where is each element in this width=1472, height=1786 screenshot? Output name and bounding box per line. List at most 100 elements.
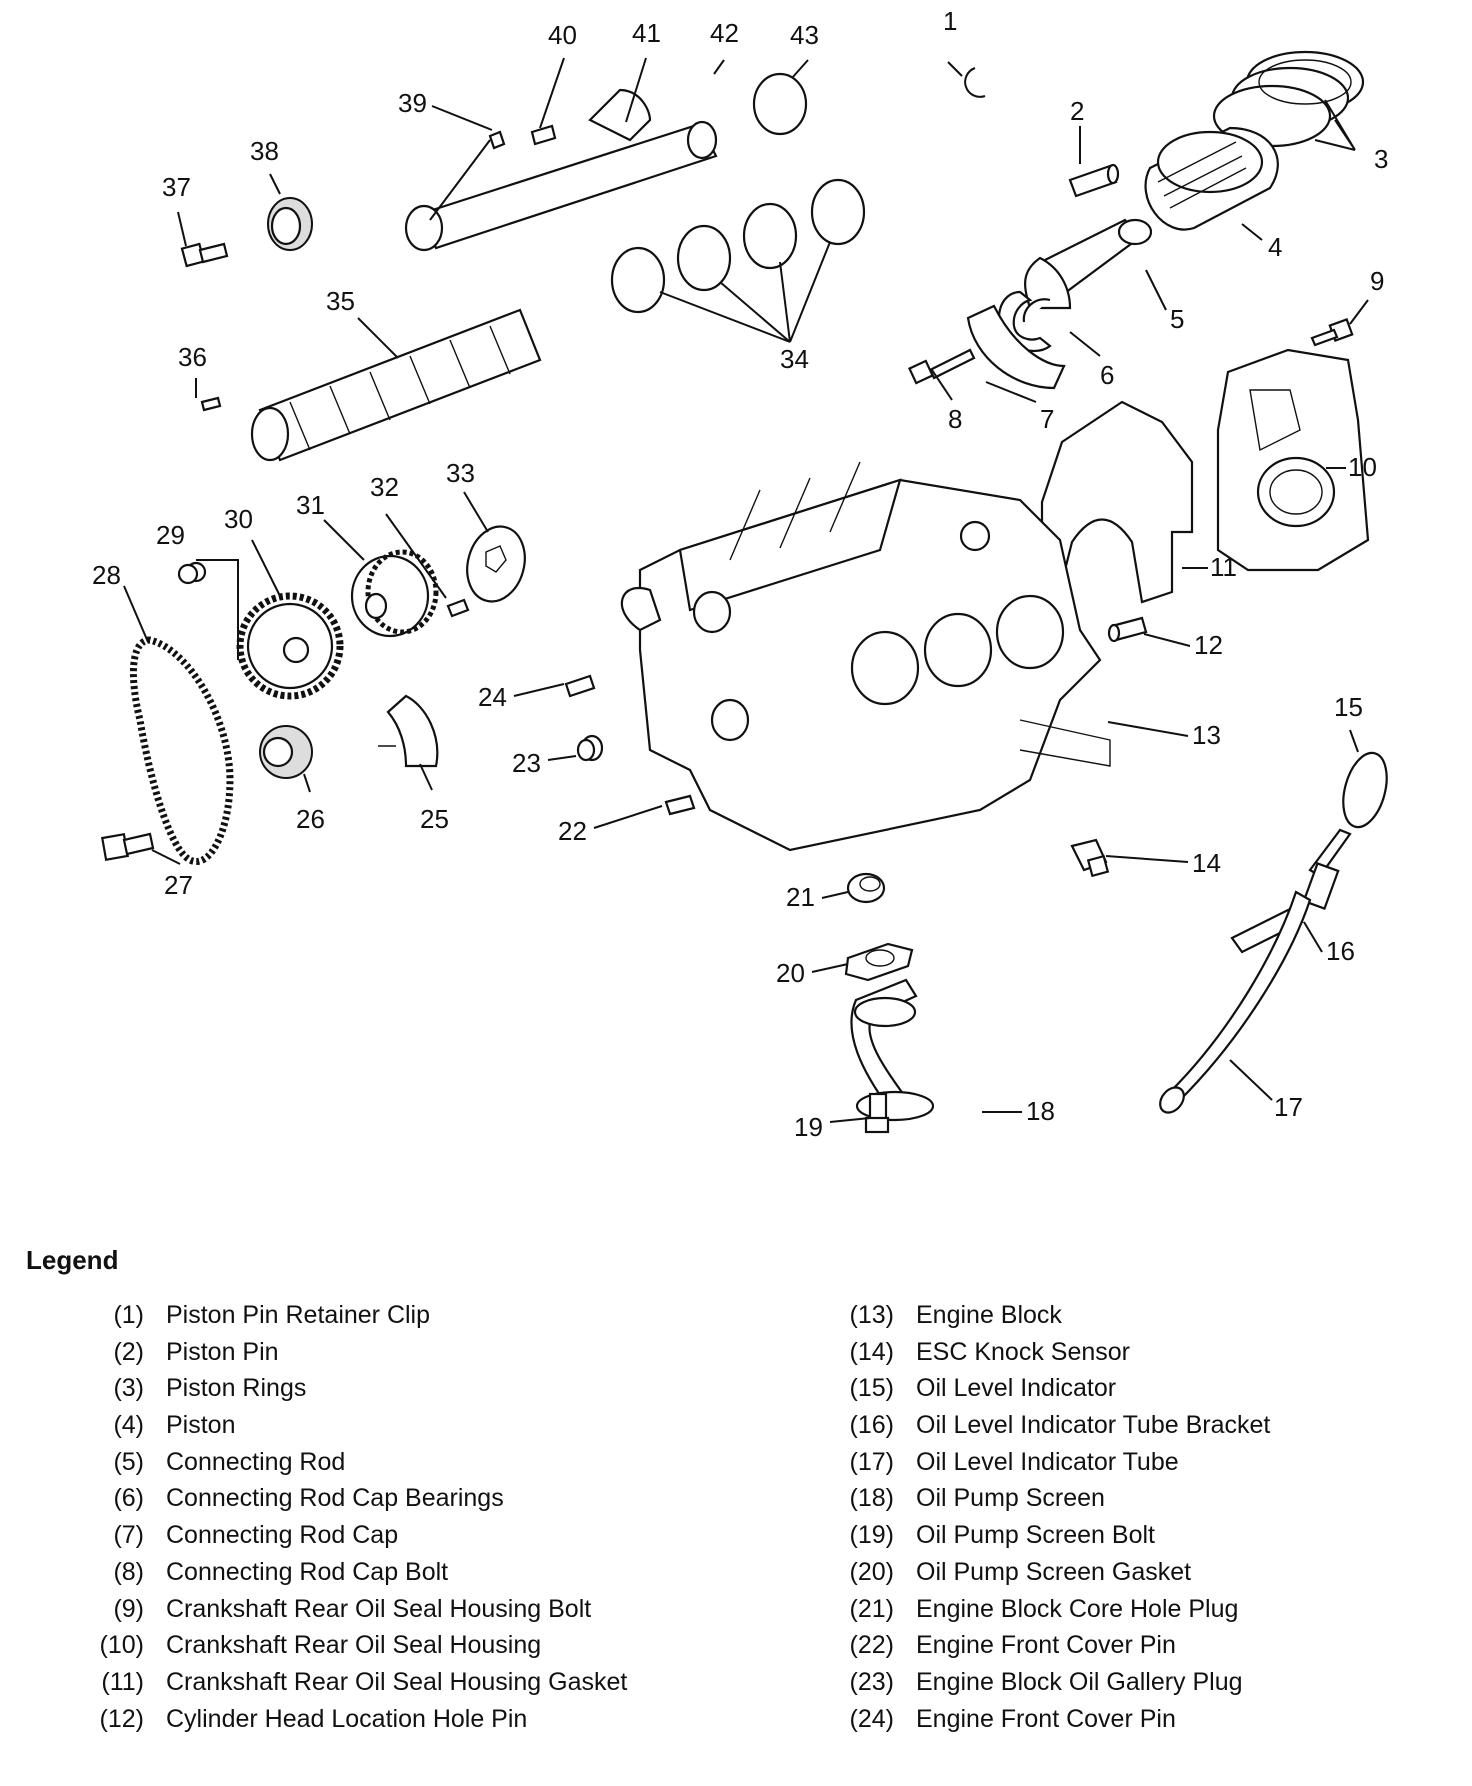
part-29 [177, 561, 207, 585]
legend-item-label: ESC Knock Sensor [916, 1337, 1130, 1366]
part-oil-pump-screen-bolt [864, 1092, 890, 1134]
legend-item: (16)Oil Level Indicator Tube Bracket [822, 1411, 1271, 1448]
callout-22: 22 [558, 816, 587, 846]
part-connecting-rod-cap [966, 304, 1066, 390]
callout-14: 14 [1192, 848, 1221, 878]
part-piston-rings [1212, 50, 1365, 148]
legend-item: (21)Engine Block Core Hole Plug [822, 1595, 1270, 1632]
part-cylinder-head-location-hole-pin [1107, 616, 1148, 643]
callout-43: 43 [790, 20, 819, 50]
legend-item-number: (19) [849, 1521, 894, 1550]
legend-item-label: Cylinder Head Location Hole Pin [166, 1704, 528, 1733]
part-33 [466, 525, 526, 603]
part-40 [530, 124, 557, 146]
part-42 [404, 120, 718, 252]
callout-20: 20 [776, 958, 805, 988]
legend-item: (9) Crankshaft Rear Oil Seal Housing Bolt [72, 1595, 627, 1632]
legend-item: (19) Oil Pump Screen Bolt [822, 1521, 1270, 1558]
callout-10: 10 [1348, 452, 1377, 482]
legend-item-label: Crankshaft Rear Oil Seal Housing Bolt [166, 1594, 592, 1623]
callout-16: 16 [1326, 936, 1355, 966]
legend-item-number: (5) [113, 1447, 144, 1476]
legend-item-label: Oil Pump Screen Gasket [916, 1557, 1192, 1586]
legend-item: (8)Connecting Rod Cap Bolt [72, 1558, 627, 1595]
part-piston-pin [1068, 163, 1120, 198]
legend-item-label: Engine Front Cover Pin [916, 1704, 1176, 1733]
legend-item: (4)Piston [72, 1411, 627, 1448]
callout-23: 23 [512, 748, 541, 778]
legend-item-number: (24) [849, 1704, 894, 1733]
part-oil-level-indicator [1308, 751, 1388, 878]
callout-15: 15 [1334, 692, 1363, 722]
legend-column-right: (13)Engine Block(14)ESC Knock Sensor(15)… [822, 1301, 1271, 1742]
legend-item-label: Engine Block [916, 1301, 1062, 1329]
legend-item-label: Engine Front Cover Pin [916, 1631, 1176, 1660]
legend-item-number: (9) [113, 1594, 144, 1623]
callout-3: 3 [1374, 144, 1388, 174]
legend-item-number: (10) [99, 1631, 144, 1660]
callout-17: 17 [1274, 1092, 1303, 1122]
part-connecting-rod [1024, 218, 1153, 310]
part-31 [350, 549, 439, 638]
legend-item-label: Oil Level Indicator Tube [916, 1447, 1179, 1476]
callout-24: 24 [478, 682, 507, 712]
callout-28: 28 [92, 560, 121, 590]
callout-4: 4 [1268, 232, 1282, 262]
callout-34: 34 [780, 344, 809, 374]
part-crankshaft-rear-oil-seal-housing-gasket [1040, 400, 1194, 604]
legend-item-number: (15) [849, 1374, 894, 1403]
legend-item-number: (3) [113, 1374, 144, 1403]
legend-column-left: (1) Piston Pin Retainer Clip (2) Piston Pin… [72, 1301, 628, 1741]
legend-item-label: Connecting Rod Cap [166, 1521, 399, 1550]
callout-labels: 1 2 3 4 5 6 7 8 9 10 11 12 13 14 15 16 1… [92, 6, 1388, 1142]
legend-item-number: (8) [113, 1557, 144, 1586]
legend-item: (1) Piston Pin Retainer Clip [72, 1301, 627, 1338]
legend-item: (7)Connecting Rod Cap [72, 1521, 627, 1558]
legend-item-number: (11) [101, 1667, 144, 1696]
part-connecting-rod-cap-bolt [908, 348, 976, 385]
part-38 [267, 197, 313, 251]
leader-lines [123, 57, 1369, 1123]
legend-item-number: (6) [113, 1484, 144, 1513]
part-25 [386, 694, 439, 768]
part-28 [130, 636, 234, 865]
callout-1: 1 [943, 6, 957, 36]
legend-item-label: Connecting Rod [166, 1447, 346, 1476]
legend-item-label: Oil Level Indicator Tube Bracket [916, 1411, 1271, 1440]
part-crankshaft-rear-oil-seal-housing-bolt [1310, 317, 1354, 347]
callout-12: 12 [1194, 630, 1223, 660]
legend-item: (2) Piston Pin [72, 1338, 627, 1375]
part-30 [236, 592, 344, 700]
legend-item-number: (12) [99, 1704, 144, 1733]
legend-item-label: Connecting Rod Cap Bearings [166, 1484, 504, 1513]
legend-item-label: Piston Pin [166, 1337, 279, 1366]
callout-13: 13 [1192, 720, 1221, 750]
legend-item: (24) Engine Front Cover Pin [822, 1705, 1270, 1742]
legend-item-number: (1) [113, 1301, 144, 1329]
legend-item-number: (17) [849, 1447, 894, 1476]
callout-41: 41 [632, 18, 661, 48]
part-esc-knock-sensor [1070, 838, 1110, 878]
legend-item: (22) Engine Front Cover Pin [822, 1631, 1270, 1668]
part-oil-pump-screen [850, 978, 935, 1122]
legend-item-number: (21) [849, 1594, 894, 1623]
callout-18: 18 [1026, 1096, 1055, 1126]
legend: Legend (1) Piston Pin Retainer Clip (2) Pis… [26, 1245, 1446, 1733]
legend-item-number: (18) [849, 1484, 894, 1513]
callout-38: 38 [250, 136, 279, 166]
legend-item: (17) Oil Level Indicator Tube [822, 1448, 1270, 1485]
legend-item: (20)Oil Pump Screen Gasket [822, 1558, 1270, 1595]
callout-31: 31 [296, 490, 325, 520]
legend-item-label: Oil Pump Screen Bolt [916, 1521, 1155, 1550]
legend-title: Legend [26, 1245, 119, 1275]
legend-item-number: (22) [849, 1631, 894, 1660]
callout-32: 32 [370, 472, 399, 502]
part-43 [752, 72, 808, 136]
legend-item-label: Piston Pin Retainer Clip [166, 1301, 431, 1329]
legend-item-number: (2) [113, 1337, 144, 1366]
part-36 [200, 396, 222, 412]
part-engine-front-cover-pin-24 [564, 674, 596, 698]
callout-39: 39 [398, 88, 427, 118]
part-41 [588, 88, 652, 142]
legend-item-number: (14) [849, 1337, 894, 1366]
